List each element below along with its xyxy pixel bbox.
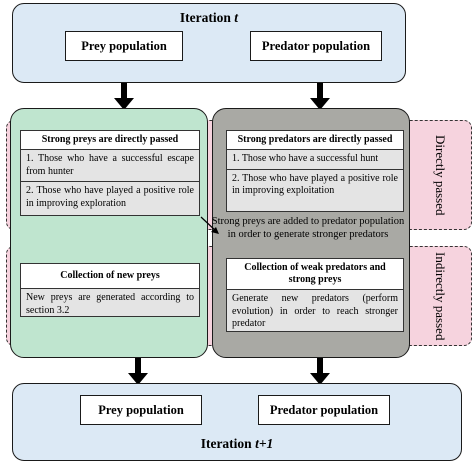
prey-population-top: Prey population — [65, 31, 183, 61]
transfer-arrow — [200, 216, 219, 234]
iteration-t-title: Iteration t — [179, 10, 239, 25]
arrow-predator-down-top — [317, 83, 323, 99]
weak-predators-card: Collection of weak predators and strong … — [226, 258, 404, 332]
indirectly-passed-label: Indirectly passed — [432, 251, 448, 341]
directly-passed-label: Directly passed — [432, 134, 448, 216]
strong-preys-item-2: 2. Those who have played a positive role… — [26, 185, 194, 209]
transfer-note: Strong preys are added to predator popul… — [211, 216, 405, 240]
new-preys-title: Collection of new preys — [21, 264, 199, 289]
iteration-t-plus-1-title: Iteration t+1 — [200, 436, 274, 451]
arrow-prey-down-bottom — [135, 358, 141, 374]
arrow-predator-down-bottom-head — [310, 373, 330, 385]
strong-predators-title: Strong predators are directly passed — [227, 131, 403, 150]
arrow-prey-down-bottom-head — [128, 373, 148, 385]
new-preys-card: Collection of new preys New preys are ge… — [20, 263, 200, 317]
transfer-arrow-head — [211, 227, 219, 234]
prey-population-bottom: Prey population — [80, 395, 202, 425]
predator-population-bottom: Predator population — [258, 395, 390, 425]
strong-preys-card: Strong preys are directly passed 1. Thos… — [20, 130, 200, 216]
arrow-prey-down-top — [121, 83, 127, 99]
predator-population-top: Predator population — [250, 31, 382, 61]
new-preys-text: New preys are generated according to sec… — [26, 292, 194, 316]
arrow-predator-down-top-head — [310, 98, 330, 110]
arrow-prey-down-top-head — [114, 98, 134, 110]
weak-predators-title: Collection of weak predators and strong … — [227, 259, 403, 290]
arrow-predator-down-bottom — [317, 358, 323, 374]
weak-predators-text: Generate new predators (perform evolutio… — [232, 293, 398, 329]
strong-predators-item-2: 2. Those who have played a positive role… — [232, 172, 398, 197]
strong-predators-item-1: 1. Those who have a successful hunt — [227, 150, 403, 170]
strong-predators-card: Strong predators are directly passed 1. … — [226, 130, 404, 212]
strong-preys-title: Strong preys are directly passed — [21, 131, 199, 150]
strong-preys-item-1: 1. Those who have a successful escape fr… — [21, 150, 199, 182]
